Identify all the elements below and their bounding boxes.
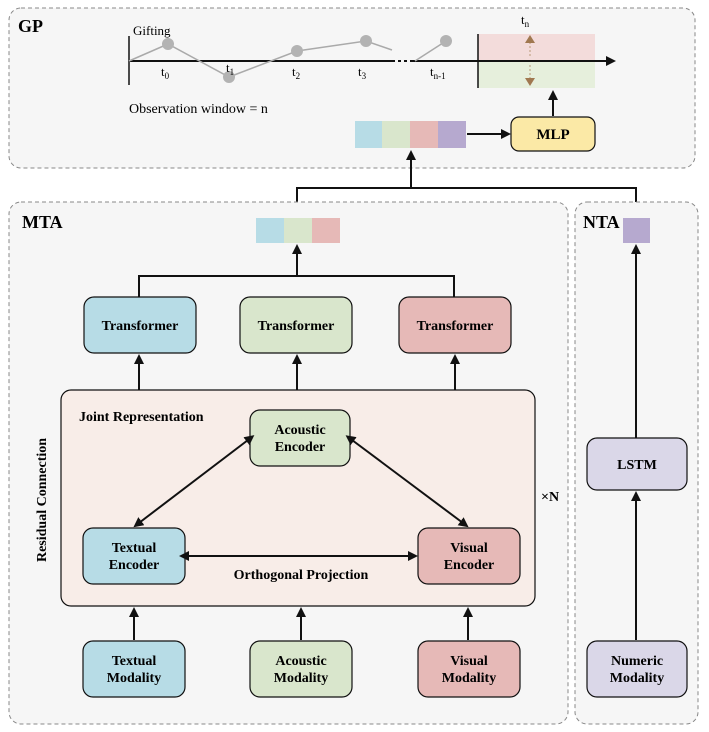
acoustic-transformer-box	[239, 296, 353, 354]
gifting-point	[360, 35, 372, 47]
time-label-3: t3	[358, 64, 367, 81]
textual-transformer-label: Transformer	[102, 319, 179, 334]
fused-feature-purple	[438, 121, 466, 148]
fused-feature-blue	[355, 121, 382, 148]
numeric-modality-box	[586, 640, 688, 698]
textual-encoder-box	[82, 527, 186, 585]
acoustic-modality-box	[249, 640, 353, 698]
mta-output-blue	[256, 218, 284, 243]
time-label-n: tn	[521, 12, 530, 29]
gifting-point	[162, 38, 174, 50]
joint-representation-label: Joint Representation	[79, 410, 204, 425]
prediction-up-zone	[478, 34, 595, 61]
repeat-n-label: ×N	[541, 490, 559, 505]
visual-transformer-label: Transformer	[417, 319, 494, 334]
gifting-label: Gifting	[133, 23, 171, 38]
orthogonal-projection-label: Orthogonal Projection	[234, 568, 369, 583]
fused-feature-green	[382, 121, 410, 148]
mta-panel: MTA Transformer Transformer Transformer …	[8, 201, 569, 725]
gifting-point	[223, 71, 235, 83]
visual-transformer-box	[398, 296, 512, 354]
nta-section-label: NTA	[583, 212, 620, 232]
lstm-box	[586, 437, 688, 491]
observation-window-label: Observation window = n	[129, 102, 268, 117]
mlp-label: MLP	[536, 127, 569, 143]
time-label-0: t0	[161, 64, 170, 81]
acoustic-textual-link	[133, 435, 255, 528]
mta-section-label: MTA	[22, 212, 63, 232]
fused-feature-pink	[410, 121, 438, 148]
acoustic-encoder-box	[249, 409, 351, 467]
textual-modality-box	[82, 640, 186, 698]
visual-encoder-box	[417, 527, 521, 585]
prediction-down-zone	[478, 61, 595, 88]
visual-modality-box	[417, 640, 521, 698]
up-arrow-icon	[525, 35, 535, 43]
acoustic-visual-link	[345, 435, 469, 528]
time-label-1: t1	[226, 60, 234, 77]
time-label-n-1: tn-1	[430, 64, 446, 81]
nta-output-purple	[623, 218, 650, 243]
gp-section-label: GP	[18, 16, 43, 36]
acoustic-transformer-label: Transformer	[258, 319, 335, 334]
mlp-box	[510, 116, 596, 152]
gifting-point	[440, 35, 452, 47]
gifting-point	[291, 45, 303, 57]
residual-connection-label: Residual Connection	[35, 438, 50, 562]
lstm-label: LSTM	[617, 458, 657, 473]
mta-output-pink	[312, 218, 340, 243]
gp-panel: GP Gifting t0 t1 t2 t3 tn-1 tn Observati…	[8, 7, 696, 169]
gifting-trend-line-end	[414, 40, 447, 62]
down-arrow-icon	[525, 78, 535, 86]
mta-output-green	[284, 218, 312, 243]
time-label-2: t2	[292, 64, 300, 81]
textual-transformer-box	[83, 296, 197, 354]
